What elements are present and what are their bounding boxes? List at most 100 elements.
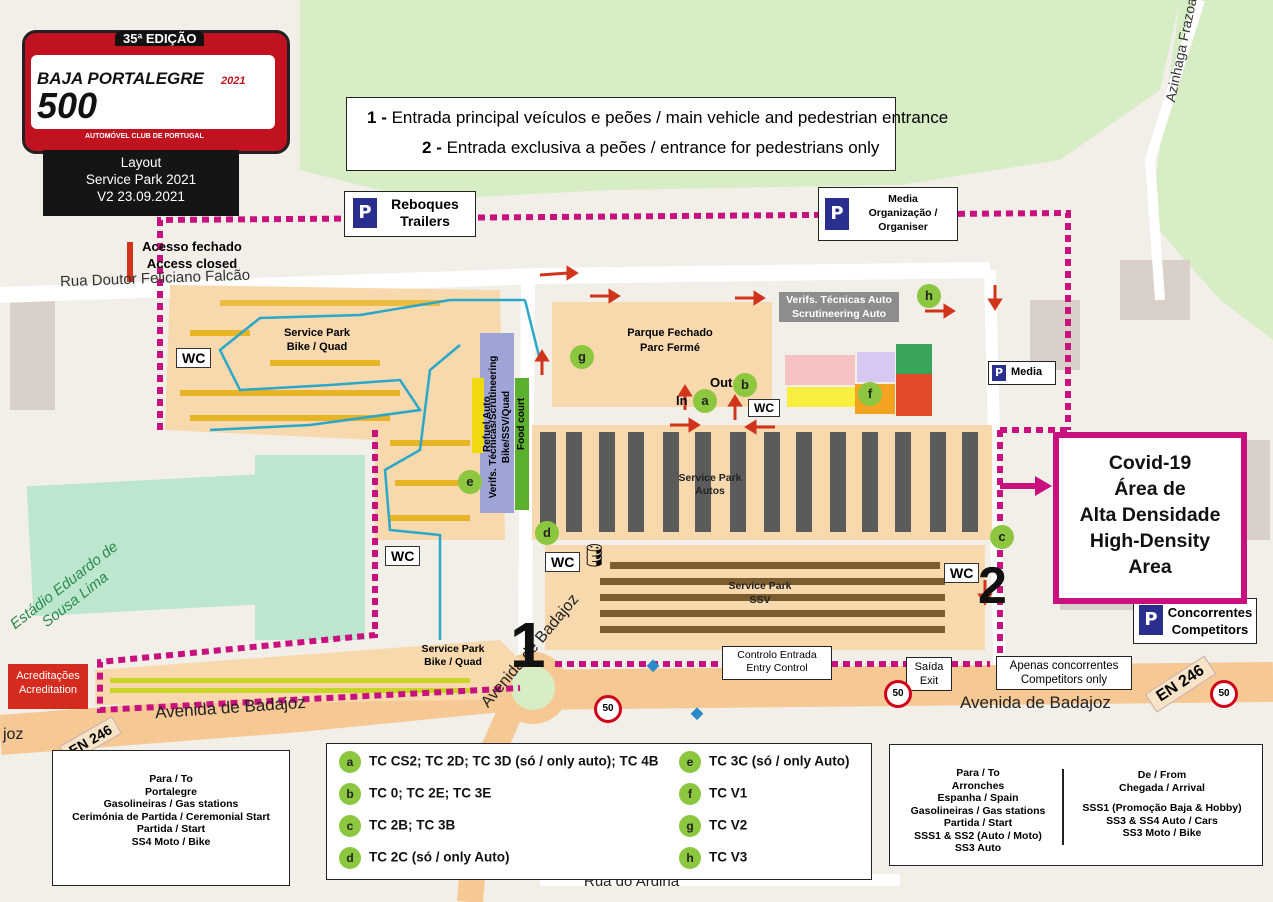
zone-verifs-bike-label-1: Verifs. Técnicas/Scrutineering (488, 355, 499, 499)
trailers-label: Reboques Trailers (385, 196, 465, 230)
legend-code-text: TC V1 (709, 785, 748, 801)
zone-food-court (515, 378, 529, 510)
marker-f: f (858, 382, 882, 406)
legend-code-text: TC 0; TC 2E; TC 3E (369, 785, 492, 801)
legend-code-circle: h (679, 847, 701, 869)
entry-control-label: Controlo Entrada Entry Control (722, 646, 832, 680)
ssv-stalls (600, 562, 945, 633)
zone-service-ssv-label: Service Park SSV (705, 579, 815, 607)
layout-subtitle: Service Park 2021 (85, 172, 197, 187)
entrance-1-text: Entrada principal veículos e peões / mai… (391, 108, 949, 127)
entry-control-pt: Controlo Entrada (737, 649, 817, 661)
legend-code-circle: g (679, 815, 701, 837)
speed-limit-sign: 50 (884, 680, 912, 708)
oil-can-icon: 🛢 (580, 543, 608, 568)
entrance-number-1: 1 (510, 609, 546, 681)
legend-divider (1062, 769, 1064, 845)
logo-club: AUTOMÓVEL CLUB DE PORTUGAL (85, 133, 204, 140)
parking-trailers: P Reboques Trailers (344, 191, 476, 237)
entrance-2-number: 2 (422, 138, 432, 157)
zone-bike-quad (165, 285, 505, 540)
legend-from-column: De / From Chegada / Arrival SSS1 (Promoç… (1070, 769, 1254, 840)
covid-title: Covid-19 (1108, 452, 1192, 474)
legend-to-line: Partida / Start (943, 817, 1013, 829)
media-org-label-2: Organização / (868, 207, 938, 219)
entrance-number-2: 2 (978, 557, 1007, 615)
park-area-right (1150, 0, 1273, 340)
parking-icon: P (992, 365, 1006, 381)
legend-code-text: TC 3C (só / only Auto) (709, 753, 850, 769)
legend-from-line: SSS1 (Promoção Baja & Hobby) (1082, 802, 1242, 814)
legend-left-line: Para / To (149, 773, 193, 785)
logo-number: 500 (37, 85, 98, 126)
zone-verifs-auto-label: Verifs. Técnicas Auto Scrutineering Auto (779, 293, 899, 321)
legend-left-line: Partida / Start (136, 823, 206, 835)
legend-directions: Para / To Arronches Espanha / Spain Gaso… (889, 744, 1263, 866)
competitors-only-en: Competitors only (1020, 674, 1108, 686)
legend-left-line: SS4 Moto / Bike (131, 835, 211, 848)
legend-from-line: De / From (1137, 769, 1187, 781)
marker-h: h (917, 284, 941, 308)
road-vertical (984, 269, 1006, 691)
wc-verifs: WC (748, 399, 780, 417)
zone-service-ssv-label-2: SSV (749, 594, 771, 606)
entrance-1-number: 1 (367, 108, 377, 127)
covid-line-4: High-Density (1089, 530, 1211, 552)
legend-code-circle: d (339, 847, 361, 869)
zone-service-ssv-label-1: Service Park (728, 580, 792, 592)
legend-to-line: Para / To (956, 767, 1000, 779)
layout-version: V2 23.09.2021 (97, 189, 185, 204)
marker-d: d (535, 521, 559, 545)
building (10, 290, 55, 410)
zone-parque-fechado-label-1: Parque Fechado (627, 327, 713, 339)
wc-ssv-west: WC (545, 552, 581, 572)
rally-logo: 35ª EDIÇÃO BAJA PORTALEGRE 2021 500 AUTO… (22, 30, 290, 154)
road-azinhaga (1144, 0, 1205, 301)
legend-left-line: Gasolineiras / Gas stations (103, 798, 239, 810)
zone-bike-quad-2-label-1: Service Park (421, 643, 485, 655)
flow-arrows (534, 265, 1003, 606)
legend-code-circle: e (679, 751, 701, 773)
closed-bar (127, 242, 133, 282)
wc-bike-park: WC (176, 348, 212, 368)
zone-refuel (472, 378, 484, 453)
legend-code-text: TC V3 (709, 849, 748, 865)
competitors-only-label: Apenas concorrentes Competitors only (996, 656, 1132, 690)
media-org-label-3: Organiser (878, 221, 928, 233)
exit-label-en: Exit (919, 675, 939, 687)
parking-media-org: P Media Organização / Organiser (818, 187, 958, 241)
covid-arrow (1035, 476, 1052, 496)
media-org-label: Media Organização / Organiser (851, 192, 955, 234)
layout-version-box: Layout Service Park 2021 V2 23.09.2021 (43, 150, 239, 216)
zone-verifs-auto-label-2: Scrutineering Auto (791, 308, 887, 320)
covid-high-density-box: Covid-19 Área de Alta Densidade High-Den… (1053, 432, 1247, 604)
legend-code-text: TC V2 (709, 817, 748, 833)
entry-control-en: Entry Control (746, 662, 808, 674)
stadium-field (26, 474, 269, 617)
zone-logistics (896, 374, 932, 416)
legend-code-circle: a (339, 751, 361, 773)
parc-ferme-out-label: Out (710, 375, 733, 390)
zone-verifs-bike (480, 333, 514, 513)
stadium-field-2 (255, 455, 365, 640)
covid-line-2: Área de (1114, 478, 1186, 500)
legend-code-circle: c (339, 815, 361, 837)
street-avenida-badajoz-east: Avenida de Badajoz (960, 693, 1111, 712)
zone-bike-quad-label-1: Service Park (283, 327, 351, 339)
legend-left-spacer (53, 751, 289, 773)
zone-race-control (785, 355, 855, 385)
legend-from-line: Chegada / Arrival (1119, 781, 1205, 794)
zone-service-autos-label: Service Park Autos (660, 472, 760, 498)
zone-parque-fechado-label-2: Parc Fermé (640, 342, 700, 354)
zone-verifs-bike-label-2: Bike/SSV/Quad (501, 390, 512, 464)
zone-admin (787, 387, 857, 407)
parking-icon: P (825, 198, 849, 230)
trailers-label-pt: Reboques (391, 196, 459, 212)
marker-g: g (570, 345, 594, 369)
zone-bike-quad-label-2: Bike / Quad (286, 341, 348, 353)
parking-icon: P (353, 198, 377, 228)
